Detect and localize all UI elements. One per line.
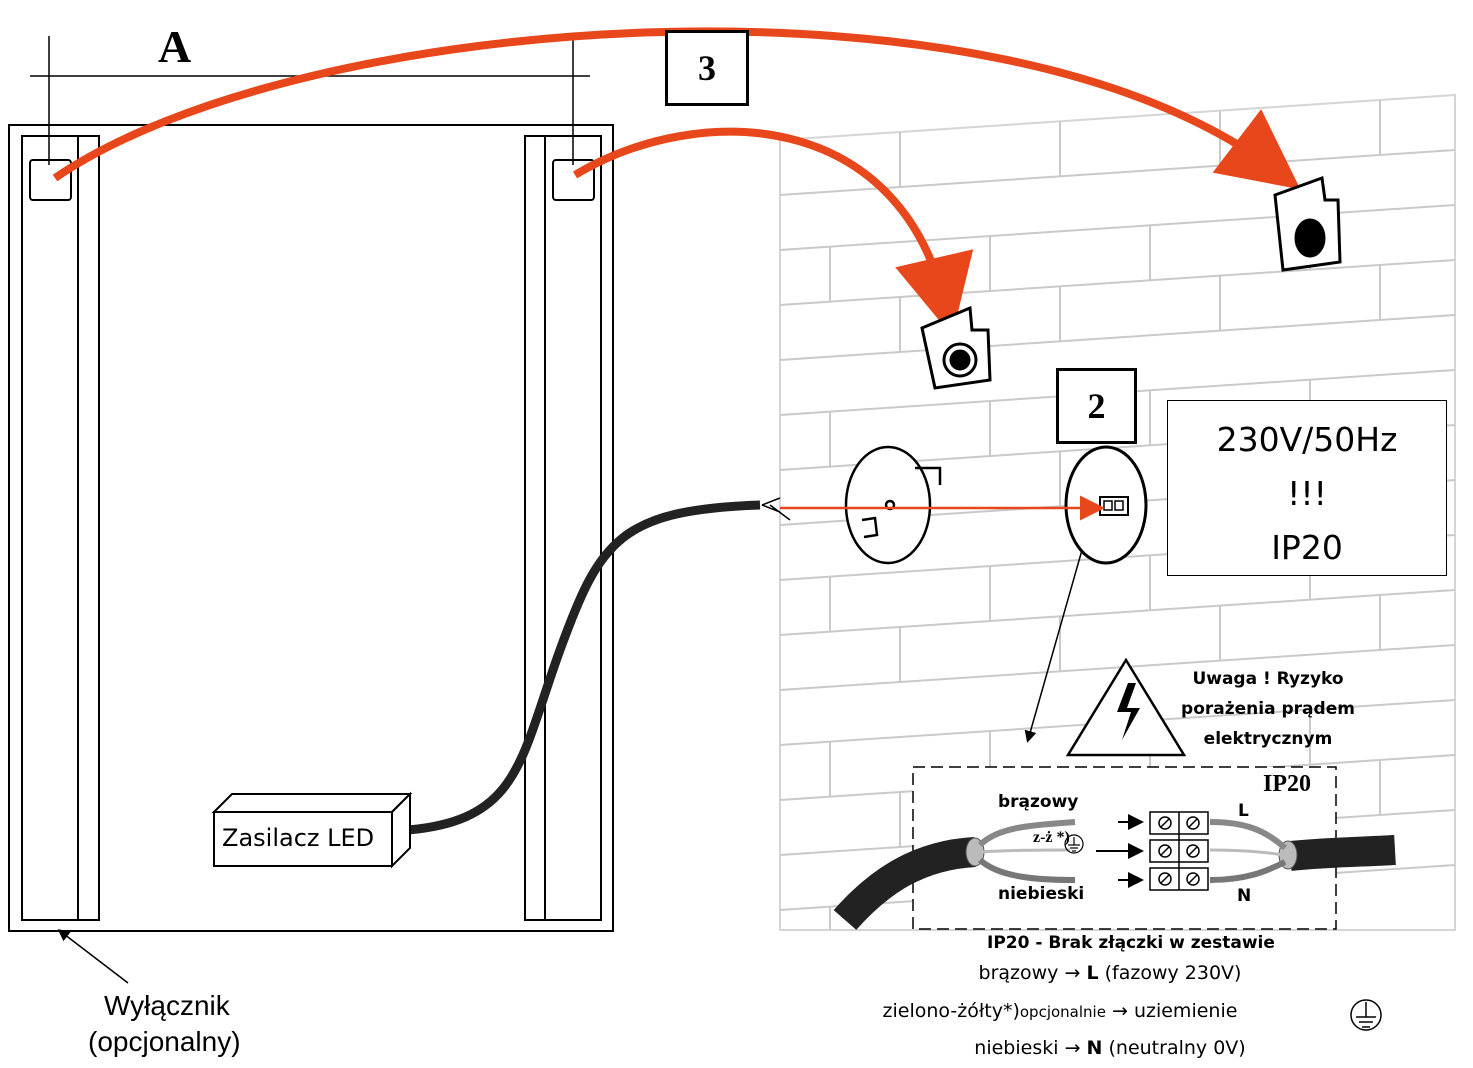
warning-line2: porażenia prądem [1181, 699, 1355, 719]
terminal-block [1149, 811, 1209, 891]
switch-label-line2: (opcjonalny) [88, 1026, 241, 1057]
legend-row-1: brązowy → L (fazowy 230V) [790, 962, 1430, 984]
legend-arrow-1: → [1064, 962, 1081, 984]
high-voltage-warning-icon [1065, 657, 1187, 757]
legend-greenyellow: zielono-żółty*) [882, 1000, 1020, 1022]
wire-blue-label: niebieski [998, 884, 1085, 904]
led-power-supply [211, 791, 413, 869]
legend-L: L [1086, 962, 1099, 984]
legend-N: N [1086, 1037, 1103, 1059]
legend-optional: opcjonalnie [1019, 1003, 1106, 1021]
legend-ground: uziemienie [1133, 1000, 1238, 1022]
ground-icon [1064, 834, 1084, 854]
legend-blue: niebieski [974, 1037, 1059, 1059]
spec-exclaim: !!! [1287, 474, 1327, 513]
arrow-right-hanger [572, 127, 974, 337]
arrow-left-hanger [52, 27, 1301, 190]
detail-caption: IP20 - Brak złączki w zestawie [987, 933, 1275, 953]
detail-ip-label: IP20 [1263, 771, 1311, 797]
spec-box: 230V/50Hz !!! IP20 [1167, 400, 1447, 576]
wire-greenyellow-label: z-ż *) [1033, 829, 1070, 846]
terminal-L-label: L [1238, 801, 1249, 821]
legend-row-3: niebieski → N (neutralny 0V) [790, 1037, 1430, 1059]
legend-phase: (fazowy 230V) [1104, 962, 1242, 984]
terminal-N-label: N [1237, 886, 1252, 906]
psu-label: Zasilacz LED [222, 824, 375, 852]
warning-text: Uwaga ! Ryzyko porażenia prądem elektryc… [1168, 664, 1368, 754]
legend-brown: brązowy [978, 962, 1059, 984]
spec-voltage: 230V/50Hz [1216, 420, 1398, 459]
wall-hanger-left [920, 305, 992, 390]
warning-line3: elektrycznym [1203, 729, 1333, 749]
legend-neutral: (neutralny 0V) [1108, 1037, 1246, 1059]
step-3-badge: 3 [665, 30, 749, 106]
legend-ground-icon [1350, 999, 1382, 1031]
switch-label-line1: Wyłącznik [104, 990, 230, 1021]
dimension-label: A [158, 21, 192, 72]
legend-row-2: zielono-żółty*)opcjonalnie → uziemienie [770, 1000, 1350, 1022]
step-2-badge: 2 [1056, 368, 1137, 444]
junction-disc-cover [844, 445, 942, 565]
legend-arrow-2: → [1111, 1000, 1128, 1022]
wall-hanger-right [1273, 175, 1342, 272]
junction-disc-box [1064, 445, 1148, 565]
warning-line1: Uwaga ! Ryzyko [1192, 669, 1344, 689]
legend-arrow-3: → [1064, 1037, 1081, 1059]
spec-ip: IP20 [1271, 528, 1343, 567]
psu-cable [407, 500, 761, 835]
wire-brown-label: brązowy [998, 792, 1079, 812]
